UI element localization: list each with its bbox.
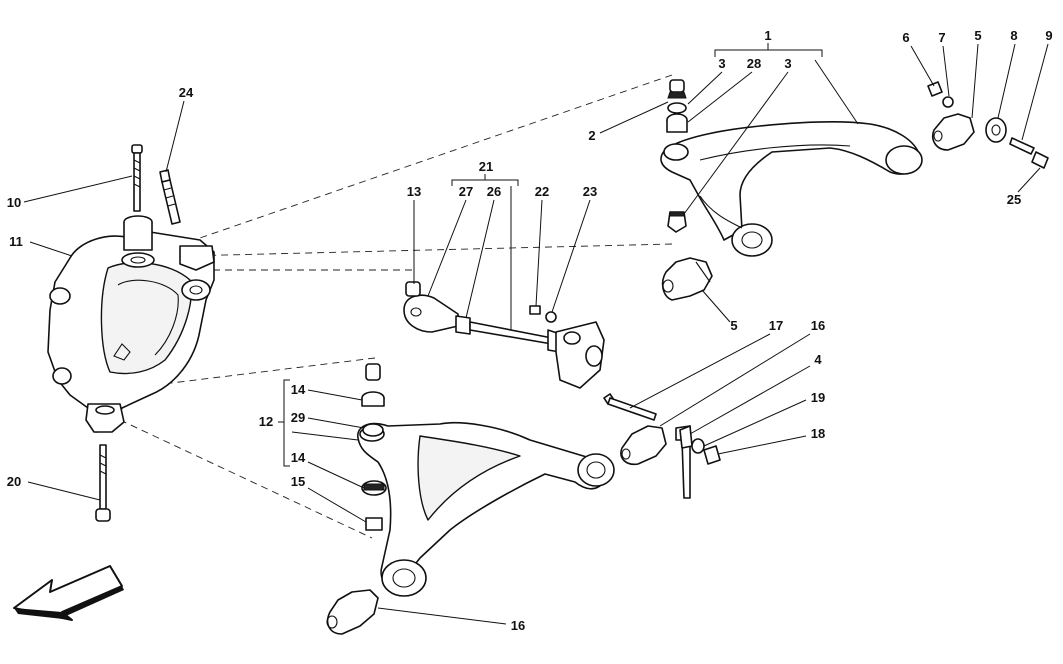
callout-7: 7 xyxy=(938,30,945,45)
callout-8: 8 xyxy=(1010,28,1017,43)
callout-3: 3 xyxy=(718,56,725,71)
callout-5: 5 xyxy=(974,28,981,43)
callout-20: 20 xyxy=(7,474,21,489)
bush-stack-lower xyxy=(603,393,721,499)
callout-9: 9 xyxy=(1045,28,1052,43)
callout-14: 14 xyxy=(291,382,306,397)
callout-16: 16 xyxy=(511,618,525,633)
callout-11: 11 xyxy=(9,234,23,249)
callout-19: 19 xyxy=(811,390,825,405)
bolt-20 xyxy=(95,444,111,522)
callout-21: 21 xyxy=(479,159,493,174)
callout-16: 16 xyxy=(811,318,825,333)
callout-24: 24 xyxy=(179,85,194,100)
callout-numbers: 1 3 28 3 2 6 7 5 8 9 25 24 10 11 21 13 2… xyxy=(7,28,1053,633)
callout-12: 12 xyxy=(259,414,273,429)
upper-wishbone xyxy=(660,121,923,257)
callout-2: 2 xyxy=(588,128,595,143)
bolt-24 xyxy=(159,169,181,225)
callout-5: 5 xyxy=(730,318,737,333)
leader-lines xyxy=(23,43,1049,625)
callout-22: 22 xyxy=(535,184,549,199)
callout-14: 14 xyxy=(291,450,306,465)
callout-28: 28 xyxy=(747,56,761,71)
callout-4: 4 xyxy=(814,352,822,367)
bush-16-lower xyxy=(326,589,379,635)
callout-25: 25 xyxy=(1007,192,1021,207)
callout-27: 27 xyxy=(459,184,473,199)
toe-link xyxy=(403,281,605,389)
callout-13: 13 xyxy=(407,184,421,199)
callout-23: 23 xyxy=(583,184,597,199)
callout-17: 17 xyxy=(769,318,783,333)
callout-18: 18 xyxy=(811,426,825,441)
bolt-10 xyxy=(131,144,143,212)
callout-29: 29 xyxy=(291,410,305,425)
lower-wishbone xyxy=(357,421,615,597)
hub-carrier xyxy=(47,215,215,433)
bush-stack-upper xyxy=(927,81,1049,169)
callout-6: 6 xyxy=(902,30,909,45)
bush-5-lower xyxy=(661,257,713,301)
callout-10: 10 xyxy=(7,195,21,210)
callout-3: 3 xyxy=(784,56,791,71)
callout-26: 26 xyxy=(487,184,501,199)
callout-1: 1 xyxy=(764,28,771,43)
callout-15: 15 xyxy=(291,474,305,489)
lower-ball-joint-stack xyxy=(361,363,387,531)
upper-ball-joint-stack xyxy=(666,79,688,233)
front-direction-arrow-icon xyxy=(13,565,124,621)
